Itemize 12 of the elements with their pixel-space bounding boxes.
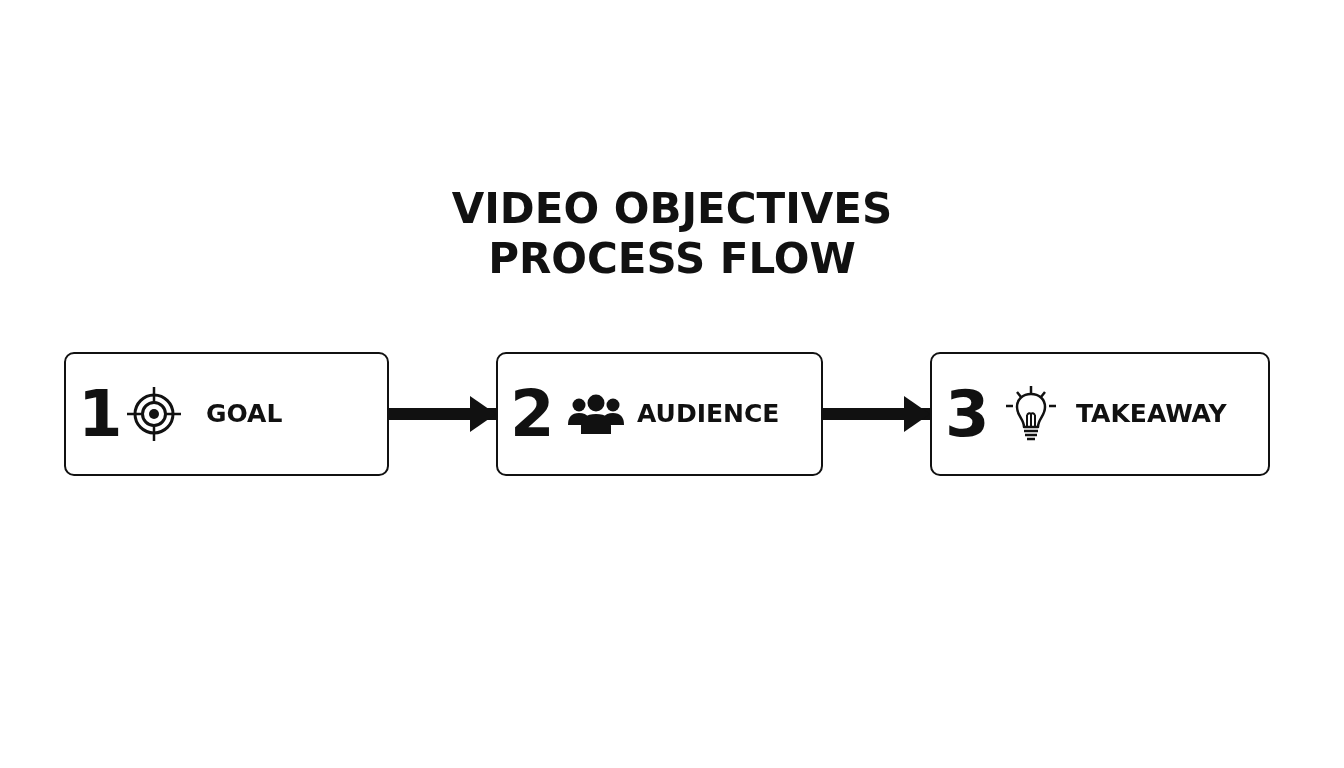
arrow bbox=[389, 396, 496, 432]
step-box bbox=[930, 352, 1270, 476]
step-number: 1 bbox=[78, 379, 123, 449]
step-box bbox=[64, 352, 389, 476]
step-number: 3 bbox=[945, 379, 990, 449]
step-label: GOAL bbox=[206, 399, 283, 429]
step-number: 2 bbox=[510, 379, 555, 449]
step-box bbox=[496, 352, 823, 476]
arrow bbox=[823, 396, 930, 432]
diagram-title: VIDEO OBJECTIVES PROCESS FLOW bbox=[450, 184, 894, 284]
step-label: TAKEAWAY bbox=[1076, 399, 1227, 429]
step-label: AUDIENCE bbox=[637, 399, 780, 429]
